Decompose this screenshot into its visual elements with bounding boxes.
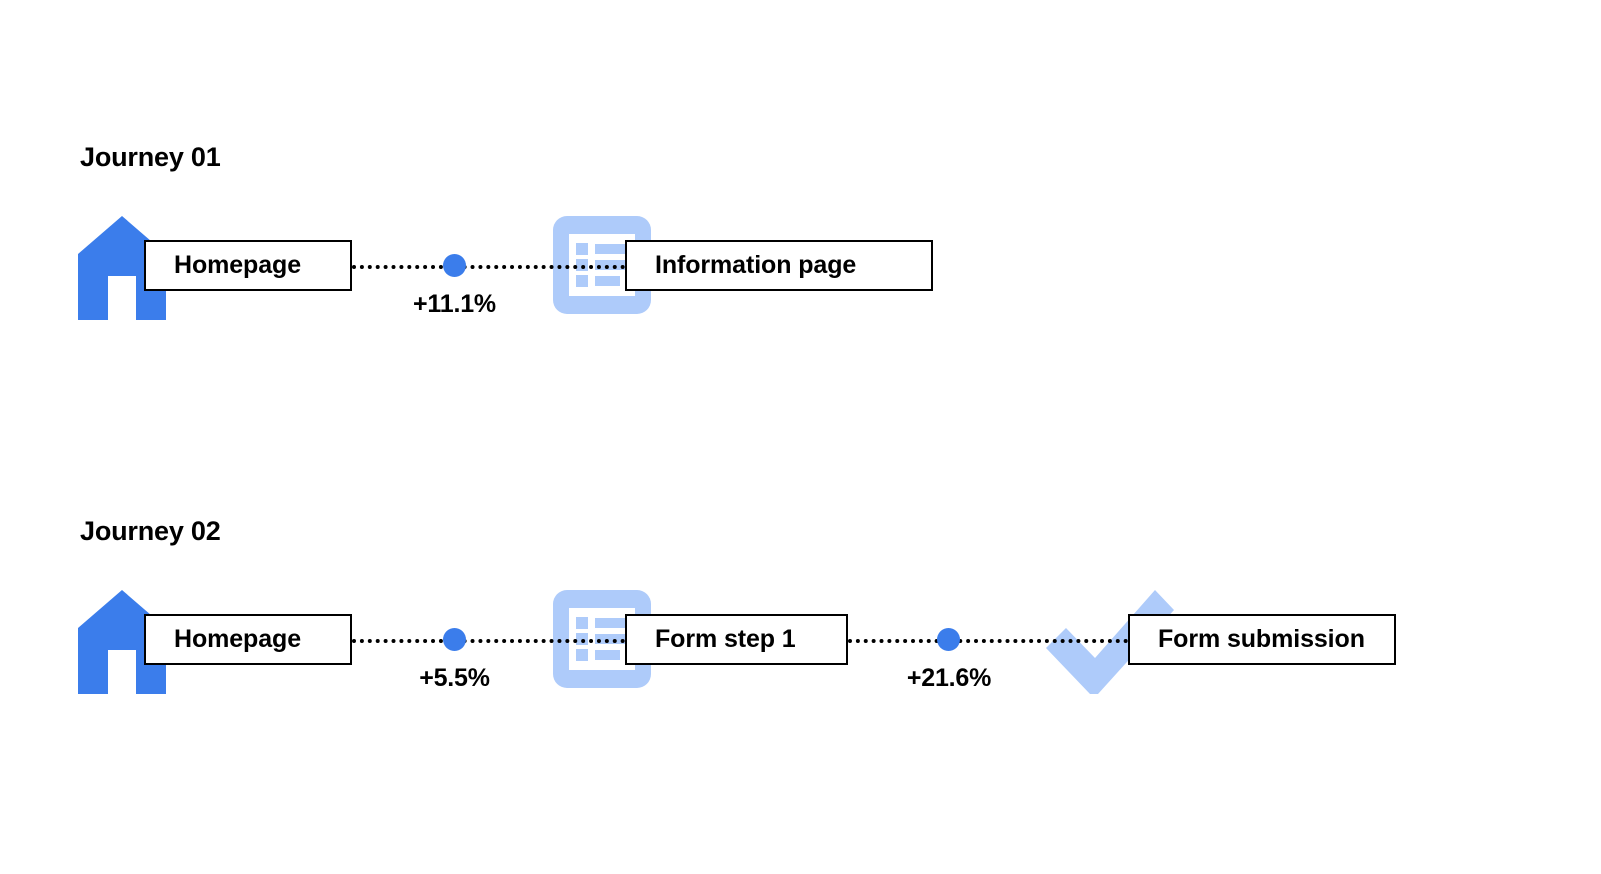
step-homepage[interactable]: Homepage (78, 590, 352, 700)
step-label-text: Homepage (174, 625, 302, 653)
connector-value-label: +21.6% (906, 664, 992, 692)
journey-flow: Homepage +5.5% (0, 590, 1601, 720)
connector-node-dot[interactable] (443, 254, 466, 277)
connector-homepage-to-form-step-1: +5.5% (352, 614, 625, 704)
connector-node-dot[interactable] (443, 628, 466, 651)
step-label-text: Homepage (174, 251, 302, 279)
connector-homepage-to-information-page: +11.1% (352, 240, 625, 330)
journey-title: Journey 01 (80, 142, 221, 172)
step-label-text: Information page (655, 251, 857, 279)
step-label-box[interactable]: Homepage (144, 614, 352, 665)
step-label-text: Form submission (1158, 625, 1365, 653)
journey-title: Journey 02 (80, 516, 221, 546)
step-label-box[interactable]: Homepage (144, 240, 352, 291)
connector-dotted-line (352, 639, 625, 643)
connector-value-label: +5.5% (419, 664, 490, 692)
connector-dotted-line (352, 265, 625, 269)
connector-node-dot[interactable] (937, 628, 960, 651)
connector-dotted-line (848, 639, 1128, 643)
step-label-box[interactable]: Form step 1 (625, 614, 848, 665)
connector-form-step-1-to-form-submission: +21.6% (848, 614, 1128, 704)
step-information-page[interactable]: Information page (553, 216, 933, 326)
step-label-box[interactable]: Form submission (1128, 614, 1396, 665)
step-label-box[interactable]: Information page (625, 240, 933, 291)
connector-value-label: +11.1% (413, 290, 496, 318)
journey-flow: Homepage +11.1% (0, 216, 1601, 346)
step-homepage[interactable]: Homepage (78, 216, 352, 326)
step-label-text: Form step 1 (655, 625, 796, 653)
